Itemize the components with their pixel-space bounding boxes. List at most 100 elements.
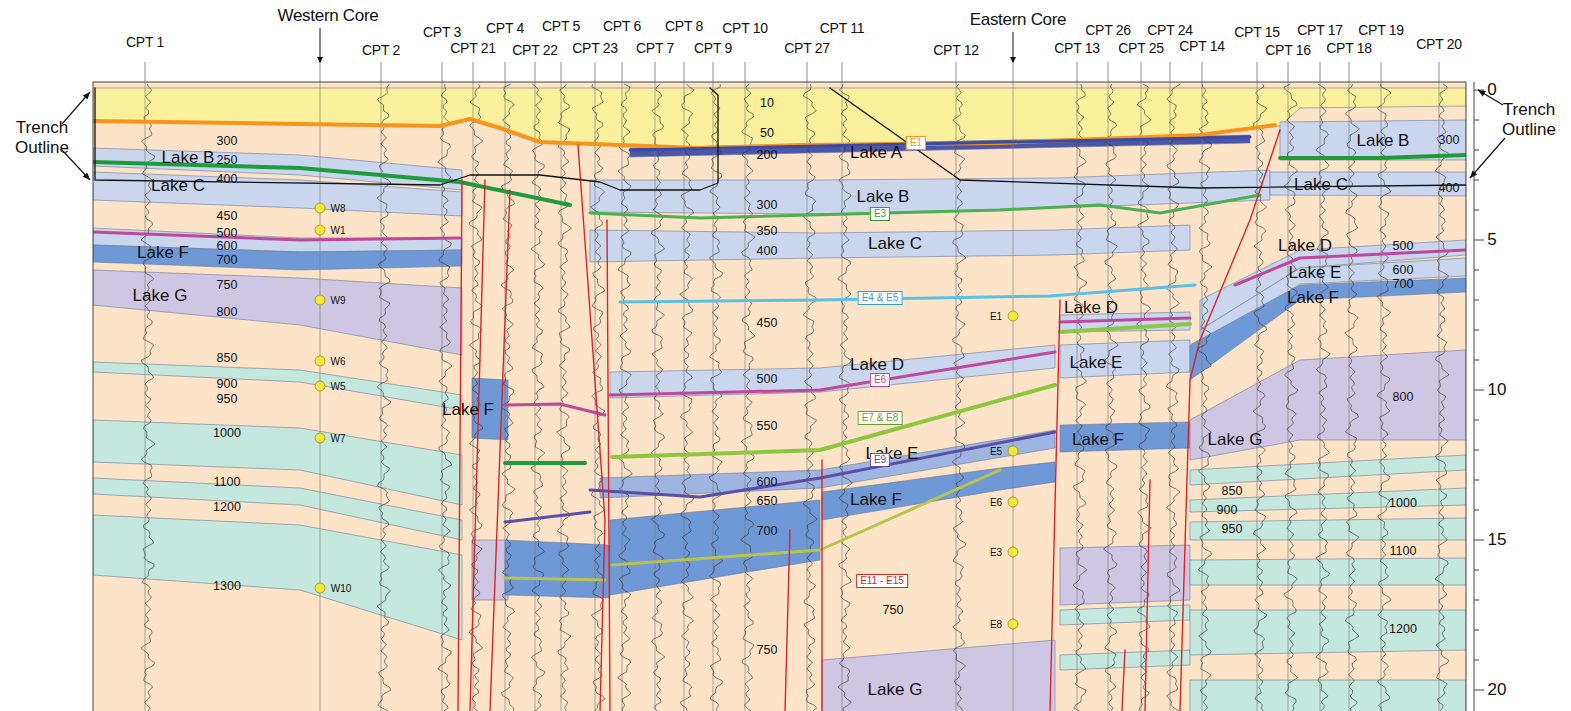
label-box: Lake D [850,355,904,375]
label-box: 900 [1217,503,1238,517]
lake-band [93,270,462,355]
unit-number: 450 [757,316,778,330]
label-box: E8 [990,619,1002,630]
cpt-trace [1198,84,1212,711]
plot-border [93,82,1466,711]
cpt-trace [651,84,665,711]
lake-band [1190,558,1466,585]
event-line [1235,250,1466,285]
cpt-trace [709,84,723,711]
label-box: CPT 3 [423,24,461,40]
lake-label: Lake F [137,243,189,262]
cpt-line [442,82,443,711]
event-tag-text: E11 - E15 [860,575,904,586]
label-box: 300 [1439,133,1460,147]
label-box: Lake F [137,243,189,263]
cpt-trace [680,84,694,711]
event-line [505,578,605,580]
label-box: 1100 [1390,544,1417,558]
label-box: CPT 19 [1358,22,1403,38]
unit-number: 700 [1393,277,1414,291]
lake-band [1270,172,1466,196]
label-box: 600 [217,239,238,253]
cpt-trace [531,84,545,711]
event-tag-text: E9 [874,454,886,465]
cpt-trace [803,84,817,711]
label-box: 950 [217,392,238,406]
cpt-label: CPT 2 [362,42,400,58]
label-box: 750 [217,278,238,292]
label-box: 1200 [213,500,241,514]
cpt-tick [745,62,746,82]
cpt-trace [1137,84,1152,711]
unit-number: 750 [757,643,778,657]
lake-label: Lake E [1070,353,1123,372]
label-box: 850 [217,351,238,365]
depth-tick [1474,570,1479,571]
unit-number: 800 [217,305,238,319]
label-box: 850 [1222,484,1243,498]
lake-label: Lake C [151,176,205,195]
core-sample-dot [1008,619,1018,629]
depth-axis [1474,82,1475,711]
event-tag: E11 - E15 [856,574,908,588]
cpt-line [1381,82,1382,711]
cpt-label: CPT 25 [1118,40,1163,56]
event-tag: E6 [870,373,890,387]
cpt-tick [713,62,714,82]
label-box: Lake A [850,143,902,163]
fault-line [1180,130,1280,711]
label-box: CPT 11 [820,20,864,36]
label-box: 400 [217,172,238,186]
cpt-tick [595,62,596,82]
unit-number: 900 [1217,503,1238,517]
event-line [93,232,460,240]
cpt-label: CPT 21 [450,40,495,56]
core-sample-dot [315,356,325,366]
label-box: CPT 27 [784,40,829,56]
trench-label: Trench Outline [1502,100,1556,139]
cpt-label: CPT 8 [665,18,703,34]
core-sample-dot [315,583,325,593]
lake-band [1190,350,1466,460]
cpt-tick [842,62,843,82]
event-tag: E3 [870,207,890,221]
sample-label: E1 [990,311,1002,322]
cpt-tick [505,62,506,82]
core-sample-dot [315,203,325,213]
cpt-trace [1104,84,1119,711]
cpt-tick [1381,62,1382,82]
cpt-label: CPT 12 [933,42,978,58]
label-box: Lake G [133,286,188,306]
label-box: 1200 [1389,622,1417,636]
unit-number: 300 [217,134,238,148]
core-sample-dot [1008,547,1018,557]
label-box: 200 [757,148,778,162]
core-arrow [320,28,321,62]
label-box: Lake G [1208,430,1263,450]
label-box: 950 [1222,522,1243,536]
label-box: CPT 4 [486,20,524,36]
cpt-label: CPT 17 [1297,22,1342,38]
sample-label: W6 [331,356,346,367]
cpt-trace [1377,84,1391,711]
cpt-line [561,82,562,711]
lake-label: Lake D [1278,236,1332,255]
lake-label: Lake G [868,680,923,699]
label-box: 650 [757,494,778,508]
unit-number: 1300 [213,579,241,593]
label-box: CPT 20 [1416,36,1461,52]
lake-label: Lake C [868,234,922,253]
trench-outline [830,88,1466,188]
label-box: Lake F [442,400,494,420]
depth-tick [1474,600,1479,601]
lake-label: Lake G [133,286,188,305]
label-box: CPT 26 [1085,22,1130,38]
fault-line [490,190,510,711]
unit-number: 600 [757,475,778,489]
core-sample-dot [315,225,325,235]
depth-number: 10 [1488,380,1507,399]
unit-number: 300 [757,198,778,212]
unit-number: 700 [757,524,778,538]
depth-tick [1474,240,1484,241]
